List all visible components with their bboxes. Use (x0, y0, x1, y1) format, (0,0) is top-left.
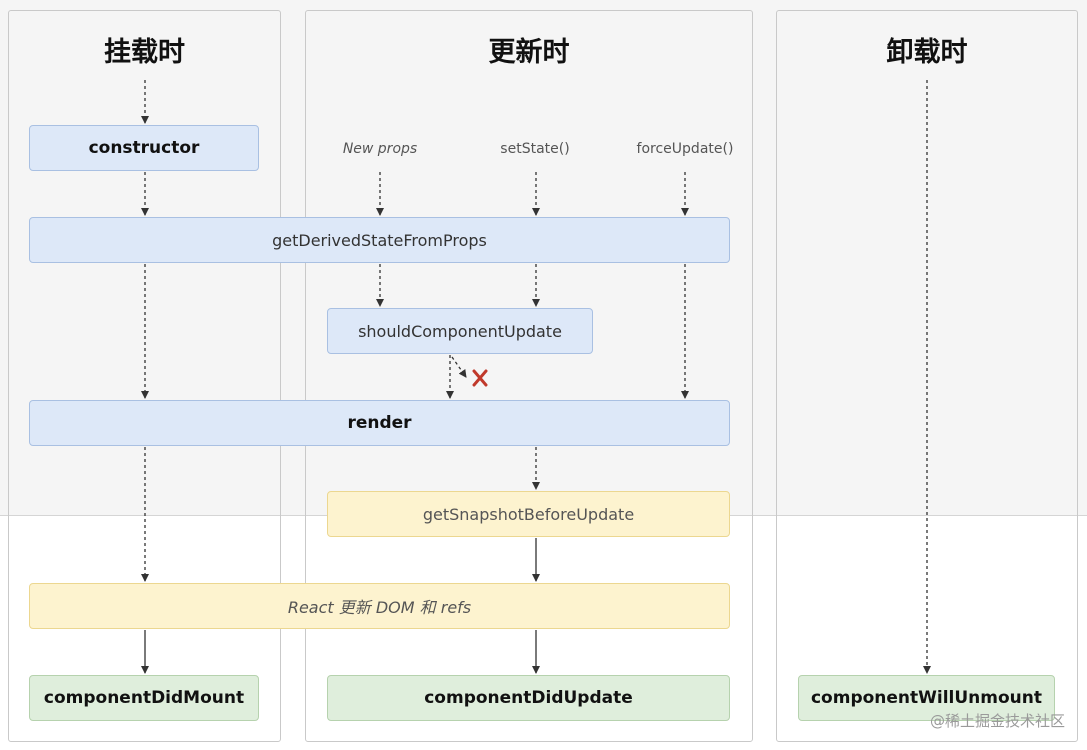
mount-column (8, 10, 281, 742)
trigger-new-props: New props (342, 141, 418, 157)
get-derived-state-box: getDerivedStateFromProps (29, 217, 730, 263)
unmount-column-title: 卸载时 (886, 37, 968, 68)
trigger-force-update: forceUpdate() (636, 141, 734, 157)
render-box: render (29, 400, 730, 446)
component-did-mount-box: componentDidMount (29, 675, 259, 721)
should-component-update-box: shouldComponentUpdate (327, 308, 593, 354)
constructor-box: constructor (29, 125, 259, 171)
update-column-title: 更新时 (488, 37, 570, 68)
component-did-update-box: componentDidUpdate (327, 675, 730, 721)
update-column (305, 10, 753, 742)
watermark: @稀土掘金技术社区 (929, 712, 1065, 730)
get-snapshot-box: getSnapshotBeforeUpdate (327, 491, 730, 537)
trigger-set-state: setState() (500, 141, 570, 157)
mount-column-title: 挂载时 (104, 37, 185, 68)
unmount-column (776, 10, 1078, 742)
component-will-unmount-box: componentWillUnmount (798, 675, 1055, 721)
react-update-dom-box: React 更新 DOM 和 refs (29, 583, 730, 629)
